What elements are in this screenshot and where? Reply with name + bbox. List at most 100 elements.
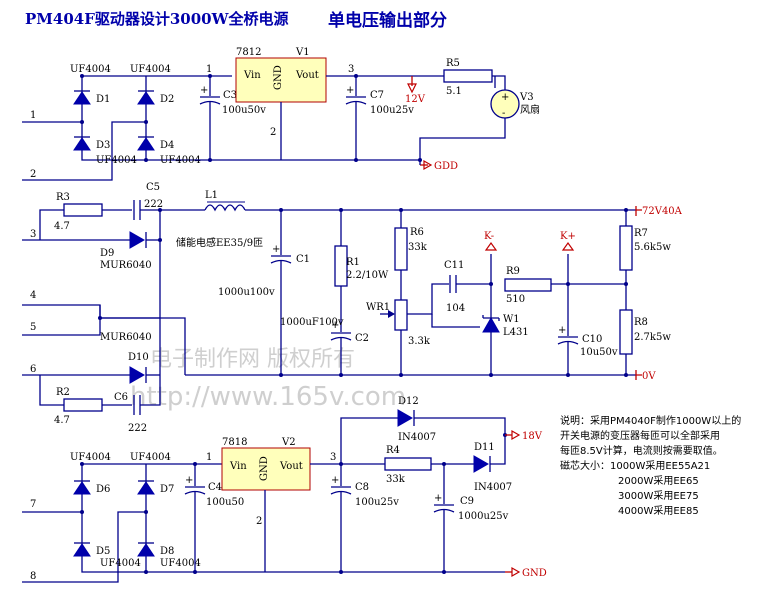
pin-3-label: 3 (30, 229, 36, 240)
resistor-r5 (443, 69, 493, 83)
c10-value-label: 10u50v (580, 347, 618, 358)
d5-part-label: UF4004 (100, 558, 141, 569)
pin-7-label: 7 (30, 499, 36, 510)
diode-d9 (129, 231, 146, 249)
diode-d4 (137, 137, 155, 151)
diode-d2 (137, 91, 155, 105)
d12-part-label: IN4007 (398, 432, 436, 443)
c10-ref-label: C10 (582, 334, 602, 345)
note-line1: 说明：采用PM4040F制作1000W以上的 (560, 414, 741, 427)
d9-part-label: MUR6040 (100, 260, 152, 271)
note-line7: 4000W采用EE85 (618, 505, 699, 517)
r9-value-label: 510 (506, 294, 525, 305)
diode-d6 (73, 481, 91, 495)
w1-ref-label: W1 (503, 314, 520, 325)
c7-ref-label: C7 (370, 90, 384, 101)
c8-value-label: 100u25v (355, 497, 399, 508)
c7-value-label: 100u25v (370, 105, 414, 116)
tl431-w1 (482, 316, 500, 333)
r3-ref-label: R3 (56, 192, 70, 203)
r3-value-label: 4.7 (54, 221, 70, 232)
d1-part-label: UF4004 (70, 64, 111, 75)
v1-vin-label: Vin (243, 70, 261, 81)
d6-ref-label: D6 (96, 484, 110, 495)
r4-value-label: 33k (386, 474, 406, 485)
r8-value-label: 2.7k5w (634, 332, 671, 343)
net-72v-label: 72V40A (642, 206, 683, 217)
net-12v-label: 12V (405, 94, 426, 105)
c1-value-label: 1000u100v (218, 287, 275, 298)
d8-ref-label: D8 (160, 546, 174, 557)
d11-ref-label: D11 (474, 442, 495, 453)
wr1-ref-label: WR1 (366, 302, 390, 313)
r5-value-label: 5.1 (446, 86, 462, 97)
l1-ref-label: L1 (205, 190, 218, 201)
note-line2: 开关电源的变压器每匝可以全部采用 (560, 429, 720, 442)
r9-ref-label: R9 (506, 266, 520, 277)
c9-plus: + (434, 493, 442, 504)
section-18v: 7 8 UF4004 UF4004 D6 D7 D5 D8 UF4004 UF4… (22, 396, 547, 583)
note-line6: 3000W采用EE75 (618, 490, 699, 502)
d3-part-label: UF4004 (96, 155, 137, 166)
d4-ref-label: D4 (160, 140, 174, 151)
v1-part-label: 7812 (236, 47, 261, 58)
diode-d5 (73, 543, 91, 557)
v2-pin2: 2 (256, 516, 262, 527)
v1-pin2: 2 (270, 127, 276, 138)
resistor-r3 (63, 203, 103, 217)
d5-ref-label: D5 (96, 546, 110, 557)
resistor-r8 (619, 309, 633, 355)
c1-ref-label: C1 (296, 254, 310, 265)
net-gnd-label: GND (522, 568, 547, 579)
diode-d10 (129, 366, 146, 384)
d7-part-label: UF4004 (130, 452, 171, 463)
v2-vin-label: Vin (229, 461, 247, 472)
d1-ref-label: D1 (96, 94, 110, 105)
r7-ref-label: R7 (634, 228, 648, 239)
d2-ref-label: D2 (160, 94, 174, 105)
c2-plus: + (331, 320, 339, 331)
c11-value-label: 104 (446, 303, 465, 314)
fan-desc-label: 风扇 (520, 103, 540, 116)
d12-ref-label: D12 (398, 396, 419, 407)
potentiometer-wr1 (394, 299, 408, 331)
r8-ref-label: R8 (634, 317, 648, 328)
c11-ref-label: C11 (444, 260, 464, 271)
c8-plus: + (331, 475, 339, 486)
c9-ref-label: C9 (460, 496, 474, 507)
design-note: 说明：采用PM4040F制作1000W以上的 开关电源的变压器每匝可以全部采用 … (560, 414, 741, 517)
fan-plus: + (501, 92, 509, 103)
v2-ref-label: V2 (281, 437, 296, 448)
c2-value-label: 1000uF100v (280, 317, 344, 328)
net-0v-label: 0V (642, 371, 656, 382)
c7-plus: + (346, 85, 354, 96)
net-kplus-label: K+ (560, 231, 576, 242)
note-line4: 磁芯大小：1000W采用EE55A21 (560, 459, 710, 472)
c10-plus: + (558, 325, 566, 336)
diode-d1 (73, 91, 91, 105)
v1-pin1: 1 (206, 64, 212, 75)
diode-d3 (73, 137, 91, 151)
r6-value-label: 33k (408, 242, 428, 253)
d7-ref-label: D7 (160, 484, 174, 495)
d4-part-label: UF4004 (160, 155, 201, 166)
d6-part-label: UF4004 (70, 452, 111, 463)
v1-vout-label: Vout (295, 70, 319, 81)
wr1-value-label: 3.3k (408, 336, 431, 347)
d11-part-label: IN4007 (474, 482, 512, 493)
pin-2-label: 2 (30, 169, 36, 180)
c4-value-label: 100u50 (206, 497, 244, 508)
d9-ref-label: D9 (100, 248, 114, 259)
v1-pin3: 3 (348, 64, 354, 75)
page-subtitle: 单电压输出部分 (328, 10, 447, 31)
fan-minus: - (502, 108, 505, 119)
note-line3: 每匝8.5V计算，电流则按需要取值。 (560, 444, 723, 457)
c4-plus: + (185, 475, 193, 486)
c4-ref-label: C4 (208, 482, 222, 493)
d3-ref-label: D3 (96, 140, 110, 151)
note-line5: 2000W采用EE65 (618, 475, 699, 487)
d10-ref-label: D10 (128, 352, 149, 363)
r1-value-label: 2.2/10W (346, 270, 389, 281)
v2-vout-label: Vout (279, 461, 303, 472)
